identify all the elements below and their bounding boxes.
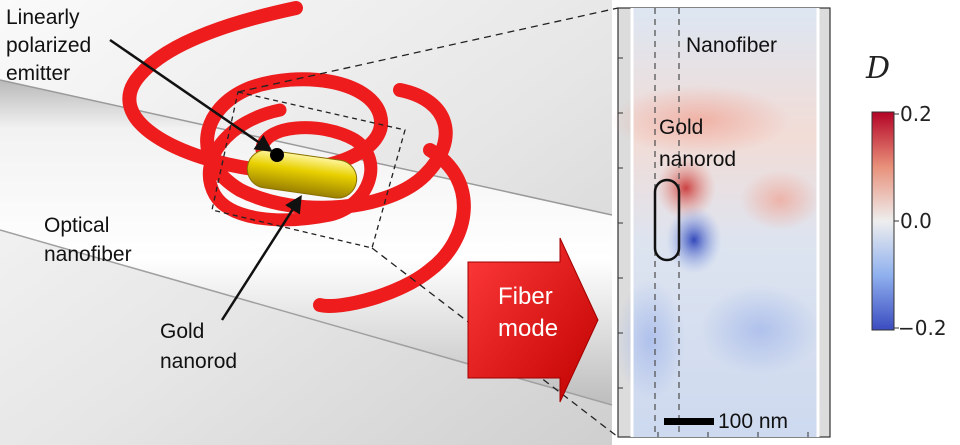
gold-nanorod (246, 149, 358, 199)
map-hotspot-negative (666, 206, 722, 274)
map-hotspot-positive (656, 156, 716, 220)
colorbar: D 0.2 0.0 −0.2 (865, 51, 947, 340)
nanorod-label-line-1: Gold (160, 320, 204, 343)
scale-bar (664, 418, 714, 425)
map-ticks (618, 57, 809, 437)
map-nanorod-label-line-2: nanorod (659, 148, 736, 171)
nanorod-outline (653, 178, 681, 262)
emitter-label-line-2: polarized (6, 34, 91, 57)
emission-spiral-inner (202, 103, 378, 227)
zoom-line-top (237, 7, 619, 93)
nanofiber-label-line-1: Optical (44, 214, 109, 237)
emitter-pointer (109, 38, 273, 152)
colorbar-title: D (865, 51, 890, 86)
map-pattern (740, 170, 820, 230)
colorbar-tick-label-min: −0.2 (898, 316, 947, 340)
emission-spiral-segment (393, 83, 453, 182)
fiber-top-edge (0, 79, 613, 216)
fiber-mode-label-line-1: Fiber (498, 283, 553, 310)
fiber-mode-arrow (467, 237, 599, 403)
colorbar-tick-label-zero: 0.0 (900, 209, 932, 233)
map-nanorod-label-line-1: Gold (659, 116, 703, 139)
zoom-box (211, 91, 406, 249)
emitter-dot (270, 148, 284, 162)
emission-spiral-outer (122, 1, 432, 215)
colorbar-tick-label-max: 0.2 (900, 102, 932, 126)
emitter-label-line-3: emitter (6, 62, 70, 85)
emission-spiral-tail (313, 143, 471, 313)
map-pattern (610, 85, 790, 155)
scale-bar-label: 100 nm (718, 410, 788, 433)
nanorod-label-line-2: nanorod (160, 350, 237, 373)
optical-nanofiber (0, 80, 612, 405)
nanofiber-label-line-2: nanofiber (44, 243, 132, 266)
scene-panel: Linearly polarized emitter Optical nanof… (0, 0, 619, 445)
map-pattern (700, 285, 820, 375)
map-nanofiber-label: Nanofiber (686, 34, 777, 57)
nanorod-pointer (220, 195, 302, 321)
colorbar-scale (871, 111, 895, 331)
map-pattern (615, 280, 685, 400)
fiber-mode-label-line-2: mode (498, 315, 558, 342)
zoom-line-bottom (371, 247, 619, 438)
emitter-label-line-1: Linearly (6, 6, 80, 29)
map-panel: Nanofiber Gold nanorod 100 nm (610, 7, 831, 438)
